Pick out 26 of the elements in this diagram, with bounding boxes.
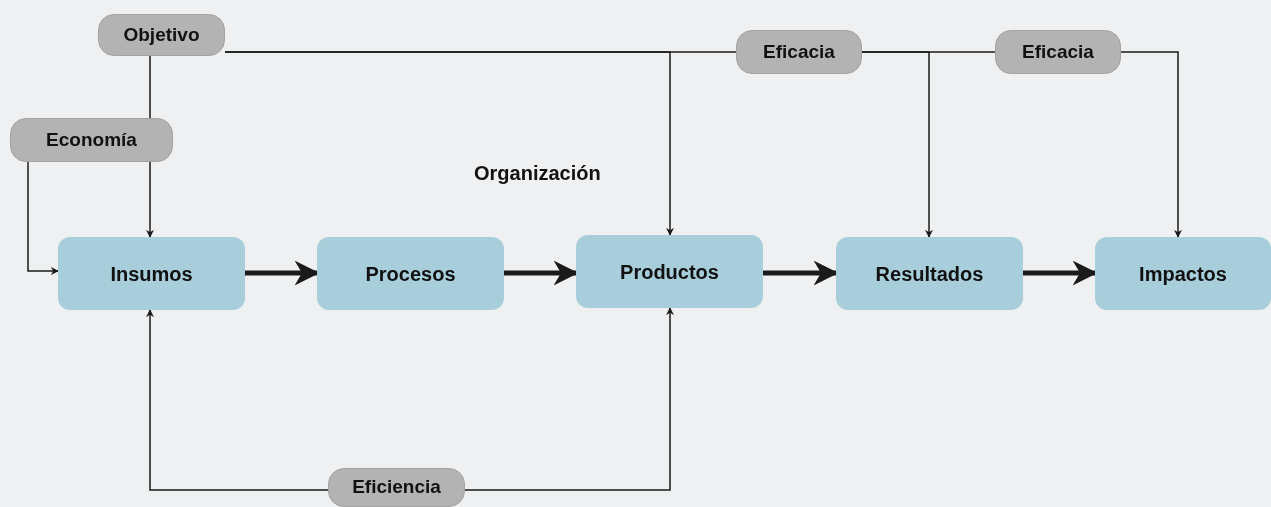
- term-pill: [736, 30, 862, 74]
- node-label: Resultados: [875, 261, 984, 287]
- term-pill: [10, 118, 173, 162]
- term-pill: [995, 30, 1121, 74]
- arrow: [1120, 51, 1182, 238]
- node-label: Procesos: [365, 261, 456, 287]
- arrow: [146, 309, 329, 491]
- stage-box: [58, 237, 245, 310]
- section-label: Organización: [474, 161, 601, 186]
- arrow: [464, 307, 674, 491]
- node-label: Eficacia: [763, 39, 835, 64]
- stage-box: [317, 237, 504, 310]
- stage-box: [1095, 237, 1271, 310]
- arrow: [27, 161, 59, 275]
- stage-box: [576, 235, 763, 308]
- term-pill: [98, 14, 225, 56]
- node-label: Eficiencia: [352, 475, 441, 500]
- node-label: Insumos: [110, 261, 193, 287]
- arrow: [146, 161, 154, 238]
- stage-box: [836, 237, 1023, 310]
- node-label: Impactos: [1139, 261, 1227, 287]
- node-label: Objetivo: [123, 22, 200, 47]
- term-pill: [328, 468, 465, 507]
- node-label: Productos: [620, 259, 719, 285]
- node-label: Eficacia: [1022, 39, 1094, 64]
- node-label: Economía: [46, 127, 137, 152]
